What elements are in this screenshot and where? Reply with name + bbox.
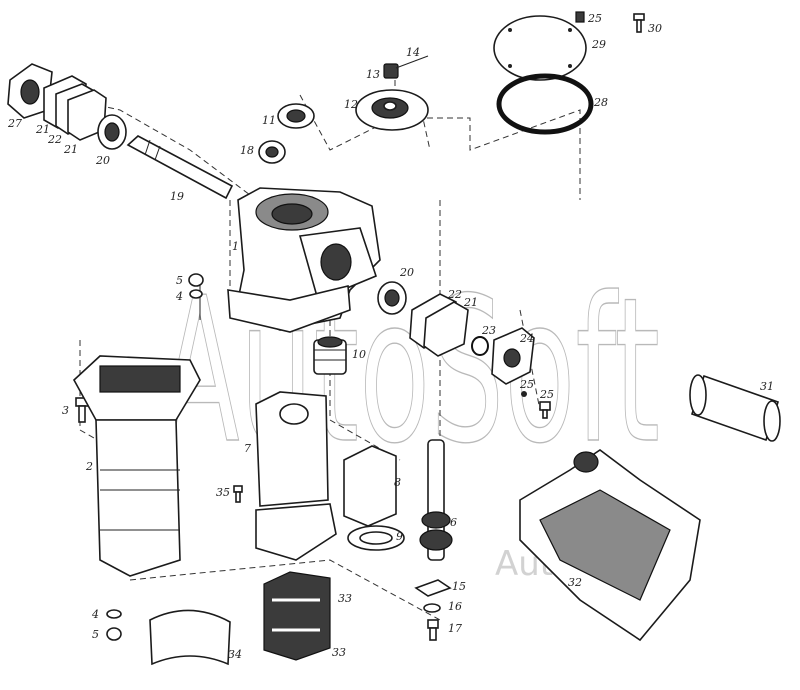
part-7-column [255,391,329,507]
part-34-clamp [149,609,231,666]
part-9-ring [347,525,405,551]
label-20: 20 [95,154,110,167]
part-35-screw [233,485,243,503]
label-15: 15 [452,580,466,593]
part-21-22-gaskets [43,75,107,141]
label-5: 5 [176,274,183,287]
label-21: 21 [35,123,50,136]
part-5-nut-left [188,273,204,287]
part-19-shaft [126,135,234,200]
label-28: 28 [593,96,608,109]
part-23-oring [471,336,489,356]
label-20: 20 [399,266,414,279]
label-30: 30 [648,22,662,35]
label-18: 18 [240,144,254,157]
label-6: 6 [450,516,457,529]
label-29: 29 [591,38,606,51]
label-34: 34 [228,648,242,661]
column-bracket [255,503,337,561]
part-14-pin [395,55,429,69]
label-31: 31 [760,380,774,393]
part-12-gear [355,89,429,131]
part-33-bushings [263,571,331,661]
part-16-washer [423,603,441,613]
part-8-block [343,445,397,527]
label-23: 23 [481,324,496,337]
part-25-bolts-right [521,391,551,419]
part-25-bolt-top [575,11,585,23]
part-32-bracket-base [519,449,701,642]
label-32: 32 [568,576,582,589]
label-25: 25 [539,388,554,401]
part-31-cylinder [689,374,781,442]
part-20-bearing-right [377,281,407,315]
part-27-flange [7,63,53,119]
label-5: 5 [92,628,99,641]
part-18-seal [258,140,286,164]
label-8: 8 [394,476,401,489]
label-11: 11 [262,114,276,127]
label-1: 1 [232,240,239,253]
label-33: 33 [338,592,352,605]
part-22-21-gaskets-right [409,293,469,357]
label-27: 27 [7,117,22,130]
label-21: 21 [63,143,78,156]
label-14: 14 [406,46,420,59]
part-20-bearing [97,114,127,150]
part-4-washer-bottom [106,609,122,619]
label-19: 19 [170,190,184,203]
label-17: 17 [448,622,462,635]
part-5-nut-bottom [106,627,122,641]
label-13: 13 [366,68,380,81]
part-28-ring [496,73,594,135]
part-2-boot [72,355,201,577]
part-6-screw-shaft [419,439,453,561]
label-4: 4 [175,290,183,303]
label-7: 7 [244,442,251,455]
label-4: 4 [91,608,99,621]
label-22: 22 [47,133,62,146]
label-3: 3 [62,404,69,417]
part-15-plate [414,579,452,597]
part-10-pinion [313,336,347,375]
label-24: 24 [519,332,534,345]
label-9: 9 [396,530,403,543]
label-2: 2 [85,460,93,473]
label-12: 12 [344,98,358,111]
label-22: 22 [447,288,462,301]
label-10: 10 [352,348,366,361]
label-35: 35 [216,486,230,499]
part-4-washer-left [189,289,203,299]
label-33: 33 [332,646,346,659]
part-1-housing [227,187,381,333]
part-labels: 27 21 22 21 20 19 18 11 12 13 14 25 29 3… [7,12,774,661]
label-25: 25 [587,12,602,25]
part-13-nut [383,63,399,79]
label-21: 21 [463,296,478,309]
part-11-bearing [277,103,315,129]
label-25: 25 [519,378,534,391]
part-29-cover [493,15,587,81]
part-30-bolt [633,13,645,33]
part-24-cover [491,327,535,385]
part-17-bolt [427,619,439,641]
label-16: 16 [448,600,462,613]
